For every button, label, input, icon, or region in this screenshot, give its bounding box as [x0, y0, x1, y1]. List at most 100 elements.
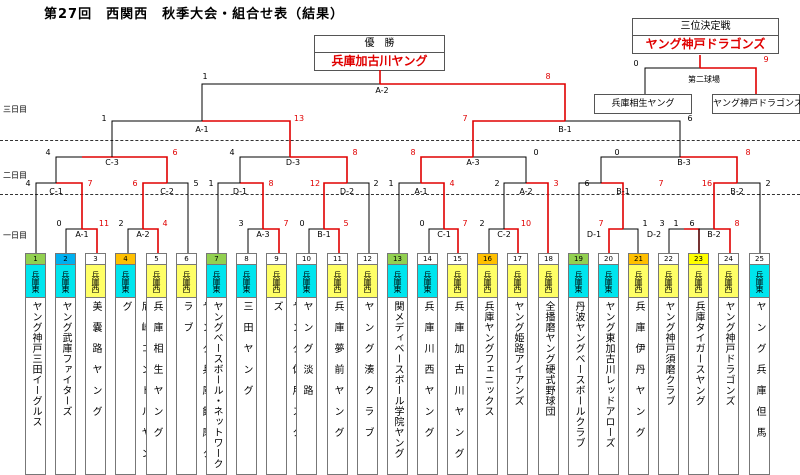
team-name-cell: 尼 崎 コ ン ド ル ヤ ン グ [115, 297, 150, 475]
team-name: ヤ ン グ 淡 路 [301, 301, 312, 396]
score: 8 [268, 179, 273, 188]
score: 0 [614, 148, 619, 157]
team-name: 兵庫タイガースヤング [693, 301, 704, 406]
team-name: 兵 庫 相 生 ヤ ン グ [151, 301, 162, 438]
champion-label: 優 勝 [315, 36, 444, 53]
bracket-lines [35, 55, 761, 253]
team-section: 兵庫西 [176, 264, 197, 297]
score: 7 [462, 114, 467, 123]
round1-match-6-win [504, 228, 519, 253]
round1-match-7 [623, 228, 639, 253]
score: 5 [343, 219, 348, 228]
scores: 1 8 0 9 1 13 7 6 4 6 4 8 8 0 0 8 4 7 6 5… [25, 55, 770, 228]
match-label: D-2 [647, 230, 661, 239]
team-section: 兵庫東 [749, 264, 770, 297]
team-section-label: 兵庫西 [664, 271, 673, 292]
team-name-cell: ヤング姫路アイアンズ [507, 297, 528, 475]
team-section: 兵庫西 [718, 264, 739, 297]
team-section-label: 兵庫東 [61, 271, 70, 292]
team-name: 尼 崎 コ ン ド ル ヤ ン グ [120, 301, 150, 469]
team-section-label: 兵庫東 [31, 271, 40, 292]
team-name-cell: 丹波ヤングベースボールクラブ [568, 297, 589, 475]
third-place-venue: 第二球場 [688, 75, 720, 84]
team-name-cell: ヤ ン グ 淡 路 [296, 297, 317, 475]
round1-match-7-win [608, 228, 623, 253]
round3-a3-win [420, 156, 473, 183]
round2-a2-win [526, 182, 549, 253]
team-number: 19 [568, 253, 589, 264]
score: 6 [132, 179, 137, 188]
team-section-label: 兵庫西 [544, 271, 553, 292]
team-section-label: 兵庫西 [724, 271, 733, 292]
final-win [380, 83, 566, 121]
team-name-cell: 兵 庫 夢 前 ヤ ン グ [327, 297, 348, 475]
score: 0 [533, 148, 538, 157]
round1-match-5-win [444, 228, 459, 253]
team-name: 丹波ヤングベースボールクラブ [573, 301, 584, 448]
team-name: 美 嚢 路 ヤ ン グ [90, 301, 101, 417]
team-name-cell: ヤングベースボール・ネットワーク [206, 297, 227, 475]
score: 3 [238, 219, 243, 228]
round1-match-1 [65, 228, 82, 253]
team-section: 兵庫東 [25, 264, 46, 297]
team-section: 兵庫西 [327, 264, 348, 297]
team-name: 兵庫ヤングフェニックス [482, 301, 493, 417]
team-section-label: 兵庫東 [121, 271, 130, 292]
match-label: A-1 [195, 125, 208, 134]
team-number: 21 [628, 253, 649, 264]
score: 0 [633, 59, 638, 68]
team-name-cell: ヤング東加古川レッドアローズ [598, 297, 619, 475]
team-section: 兵庫西 [85, 264, 106, 297]
day-label-3: 三日目 [3, 105, 27, 114]
round1-match-5 [428, 228, 444, 253]
team-name-cell: 兵庫ヤングフェニックス [477, 297, 498, 475]
match-label: D-1 [233, 187, 247, 196]
team-name: ヤング神戸ドラゴンズ [723, 301, 734, 406]
team-section: 兵庫西 [357, 264, 378, 297]
match-label: C-2 [497, 230, 511, 239]
score: 9 [763, 55, 768, 64]
team-name-cell: 兵 庫 加 古 川 ヤ ン グ [447, 297, 468, 475]
score: 12 [310, 179, 320, 188]
team-section: 兵庫東 [55, 264, 76, 297]
match-label: D-2 [340, 187, 354, 196]
round1-match-4 [308, 228, 324, 253]
round2-d1-win [240, 182, 264, 229]
team-number: 15 [447, 253, 468, 264]
score: 1 [673, 219, 678, 228]
team-number: 7 [206, 253, 227, 264]
match-label: B-3 [677, 158, 690, 167]
team-number: 2 [55, 253, 76, 264]
team-column: 9兵庫西ヤ ン グ 佐 用 ス タ ー ズ [266, 253, 301, 475]
final-left [201, 83, 380, 121]
team-section-label: 兵庫西 [363, 271, 372, 292]
team-section: 兵庫東 [206, 264, 227, 297]
score: 4 [449, 179, 454, 188]
score: 6 [584, 179, 589, 188]
day-label-2: 二日目 [3, 171, 27, 180]
team-section-label: 兵庫西 [513, 271, 522, 292]
team-section-label: 兵庫東 [242, 271, 251, 292]
team-section: 兵庫西 [477, 264, 498, 297]
team-section-label: 兵庫東 [755, 271, 764, 292]
round3-d3-win [290, 156, 348, 183]
team-section-label: 兵庫西 [182, 271, 191, 292]
third-place-team-right: ヤング神戸ドラゴンズ [712, 94, 800, 114]
team-section-label: 兵庫東 [302, 271, 311, 292]
round3-b3 [600, 156, 680, 183]
team-section-label: 兵庫西 [272, 271, 281, 292]
team-number: 16 [477, 253, 498, 264]
day-divider-2 [0, 194, 800, 195]
score: 0 [56, 219, 61, 228]
